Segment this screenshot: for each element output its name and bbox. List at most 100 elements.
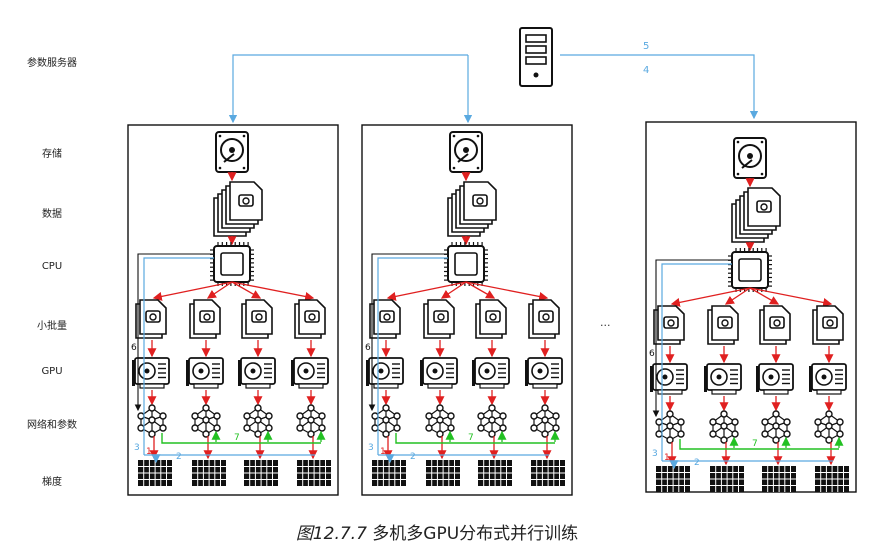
minibatch-file-icon — [135, 299, 167, 339]
file-sheet — [427, 299, 455, 335]
file-sheet — [657, 305, 685, 341]
label-gpu: GPU — [41, 366, 63, 377]
arrow-label-3: 3 — [134, 443, 140, 453]
arrow-label-7: 7 — [234, 433, 240, 443]
machine-2: 7 3 2 6 1 — [361, 124, 573, 496]
arrow-label-6: 6 — [649, 349, 655, 359]
file-sheet — [816, 305, 844, 341]
arrow-label-5: 5 — [643, 41, 649, 52]
neural-network-icon — [761, 410, 791, 444]
gradient-grid-icon — [426, 460, 460, 486]
arrow-label-1: 1 — [146, 447, 152, 457]
data-files-icon — [213, 181, 263, 237]
arrow-label-2: 2 — [694, 458, 700, 468]
gradient-grid-icon — [656, 466, 690, 492]
neural-network-icon — [243, 404, 273, 438]
gradient-grid-icon — [478, 460, 512, 486]
file-sheet — [763, 305, 791, 341]
gpu-card-icon — [756, 363, 794, 395]
arrow-label-2: 2 — [410, 452, 416, 462]
gpu-card-icon — [809, 363, 847, 395]
arrow-label-7: 7 — [468, 433, 474, 443]
minibatch-file-icon — [528, 299, 560, 339]
file-sheet — [711, 305, 739, 341]
neural-network-icon — [477, 404, 507, 438]
cpu-chip-icon — [444, 242, 488, 286]
label-storage: 存储 — [42, 149, 62, 160]
minibatch-file-icon — [653, 305, 685, 345]
gradient-grid-icon — [244, 460, 278, 486]
server-links: 5 4 — [228, 41, 759, 124]
more-machines-ellipsis: ... — [600, 316, 611, 329]
cpu-chip-icon — [728, 248, 772, 292]
minibatch-file-icon — [812, 305, 844, 345]
neural-network-icon — [530, 404, 560, 438]
hard-disk-icon — [733, 137, 767, 179]
arrow-label-6: 6 — [365, 343, 371, 353]
file-sheet — [479, 299, 507, 335]
figure-caption: 图12.7.7 多机多GPU分布式并行训练 — [0, 519, 874, 544]
neural-network-icon — [371, 404, 401, 438]
label-parameter-server: 参数服务器 — [27, 58, 77, 69]
arrow-label-7: 7 — [752, 439, 758, 449]
neural-network-icon — [655, 410, 685, 444]
label-minibatch: 小批量 — [37, 321, 67, 332]
minibatch-file-icon — [423, 299, 455, 339]
minibatch-file-icon — [241, 299, 273, 339]
gradient-grid-icon — [192, 460, 226, 486]
file-sheet — [245, 299, 273, 335]
neural-network-icon — [296, 404, 326, 438]
gpu-card-icon — [704, 363, 742, 395]
file-sheet — [193, 299, 221, 335]
minibatch-file-icon — [707, 305, 739, 345]
file-sheet — [298, 299, 326, 335]
file-sheet — [532, 299, 560, 335]
caption-text: 多机多GPU分布式并行训练 — [372, 524, 579, 544]
gpu-card-icon — [472, 357, 510, 389]
file-sheet — [463, 181, 497, 221]
neural-network-icon — [814, 410, 844, 444]
file-sheet — [747, 187, 781, 227]
server-icon — [519, 27, 553, 87]
label-gradient: 梯度 — [42, 477, 62, 488]
arrow-label-1: 1 — [380, 447, 386, 457]
file-sheet — [229, 181, 263, 221]
cpu-chip-icon — [210, 242, 254, 286]
label-network-params: 网络和参数 — [27, 420, 77, 431]
arrow-label-4: 4 — [643, 65, 649, 76]
gradient-grid-icon — [815, 466, 849, 492]
minibatch-file-icon — [294, 299, 326, 339]
minibatch-file-icon — [369, 299, 401, 339]
data-files-icon — [447, 181, 497, 237]
hard-disk-icon — [215, 131, 249, 173]
label-cpu: CPU — [41, 261, 63, 272]
gpu-card-icon — [186, 357, 224, 389]
gradient-grid-icon — [531, 460, 565, 486]
gradient-grid-icon — [372, 460, 406, 486]
arrow-label-3: 3 — [652, 449, 658, 459]
arrow-label-3: 3 — [368, 443, 374, 453]
gpu-card-icon — [525, 357, 563, 389]
minibatch-file-icon — [759, 305, 791, 345]
hard-disk-icon — [449, 131, 483, 173]
neural-network-icon — [425, 404, 455, 438]
data-files-icon — [731, 187, 781, 243]
file-sheet — [139, 299, 167, 335]
neural-network-icon — [709, 410, 739, 444]
file-sheet — [373, 299, 401, 335]
gpu-card-icon — [420, 357, 458, 389]
arrow-label-2: 2 — [176, 452, 182, 462]
caption-number: 图12.7.7 — [295, 524, 367, 544]
gpu-card-icon — [291, 357, 329, 389]
gradient-grid-icon — [762, 466, 796, 492]
gpu-card-icon — [238, 357, 276, 389]
gradient-grid-icon — [297, 460, 331, 486]
gradient-grid-icon — [710, 466, 744, 492]
machine-3: 7 3 2 6 1 — [645, 121, 857, 493]
neural-network-icon — [137, 404, 167, 438]
arrow-label-1: 1 — [664, 453, 670, 463]
minibatch-file-icon — [189, 299, 221, 339]
gradient-grid-icon — [138, 460, 172, 486]
